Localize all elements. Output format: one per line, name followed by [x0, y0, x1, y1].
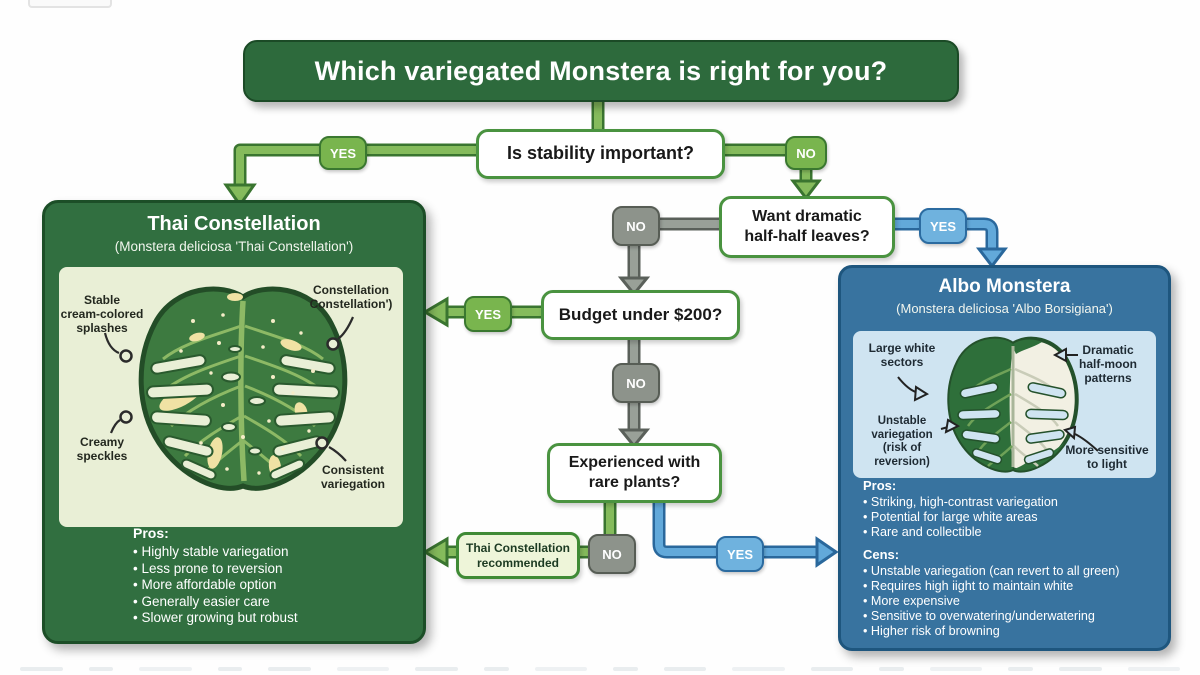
albo-subtitle: (Monstera deliciosa 'Albo Borsigiana'): [896, 301, 1113, 316]
no-label-dramatic: NO: [612, 206, 660, 246]
question-experienced: Experienced with rare plants?: [547, 443, 722, 503]
albo-illustration-area: Large white sectors Dramatic half-moon p…: [853, 331, 1156, 478]
question-stability: Is stability important?: [476, 129, 725, 179]
no-label-experienced: NO: [588, 534, 636, 574]
recommendation-box: Thai Constellation recommended: [456, 532, 580, 579]
albo-annotation-large-white: Large white sectors: [868, 341, 936, 370]
thai-annotation-consistent: Consistent variegation: [320, 463, 386, 492]
albo-pros-label: Pros:: [863, 478, 897, 493]
albo-con-item: Requires high iight to maintain white: [863, 579, 1159, 594]
yes-label-budget: YES: [464, 296, 512, 332]
albo-con-item: Unstable variegation (can revert to all …: [863, 564, 1159, 579]
thai-subtitle: (Monstera deliciosa 'Thai Constellation'…: [114, 239, 354, 254]
thai-annotation-constellation: Constellation Constellation'): [309, 283, 393, 312]
no-label-budget: NO: [612, 363, 660, 403]
thai-pro-item: Less prone to reversion: [133, 561, 418, 578]
albo-annotation-sensitive: More sensitive to light: [1065, 443, 1149, 472]
cropped-text-fragment-strip: [20, 667, 1181, 673]
thai-pro-item: Slower growing but robust: [133, 610, 418, 627]
thai-annotation-speckles: Creamy speckles: [76, 435, 128, 464]
thai-leaf-illustration: [103, 286, 355, 491]
albo-monstera-panel: Albo Monstera (Monstera deliciosa 'Albo …: [838, 265, 1171, 651]
no-label-stability: NO: [785, 136, 827, 170]
thai-pros-list: Pros: Highly stable variegation Less pro…: [133, 525, 418, 627]
thai-callout-lines: [103, 316, 355, 462]
albo-annotation-unstable: Unstable variegation (risk of reversion): [871, 415, 933, 468]
thai-pro-item: Highly stable variegation: [133, 544, 418, 561]
albo-callout-arrows: [897, 347, 1099, 452]
thai-title: Thai Constellation: [147, 213, 321, 235]
albo-cons-label: Cens:: [863, 547, 900, 563]
thai-constellation-panel: Thai Constellation (Monstera deliciosa '…: [42, 200, 426, 644]
albo-pros-cons-list: Pros: Striking, high-contrast variegatio…: [863, 478, 1159, 638]
yes-label-dramatic: YES: [919, 208, 967, 244]
albo-pro-item: Striking, high-contrast variegation: [863, 495, 1159, 510]
page-title: Which variegated Monstera is right for y…: [243, 40, 959, 102]
thai-annotation-splashes: Stable cream-colored splashes: [60, 293, 144, 336]
albo-con-item: Sensitive to overwatering/underwatering: [863, 609, 1159, 624]
albo-con-item: More expensive: [863, 594, 1159, 609]
thai-pro-item: Generally easier care: [133, 594, 418, 611]
albo-pro-item: Rare and collectible: [863, 525, 1159, 540]
question-budget: Budget under $200?: [541, 290, 740, 340]
yes-label-stability: YES: [319, 136, 367, 170]
albo-annotation-half-moon: Dramatic half-moon patterns: [1079, 343, 1137, 386]
albo-leaf-illustration: [897, 336, 1099, 473]
question-dramatic-leaves: Want dramatic half-half leaves?: [719, 196, 895, 258]
thai-pros-label: Pros:: [133, 525, 169, 541]
albo-title: Albo Monstera: [938, 276, 1071, 297]
cropped-box-fragment: [28, 0, 112, 8]
yes-label-experienced: YES: [716, 536, 764, 572]
albo-pro-item: Potential for large white areas: [863, 510, 1159, 525]
thai-illustration-area: Stable cream-colored splashes Constellat…: [59, 267, 403, 527]
thai-pro-item: More affordable option: [133, 577, 418, 594]
albo-con-item: Higher risk of browning: [863, 624, 1159, 639]
